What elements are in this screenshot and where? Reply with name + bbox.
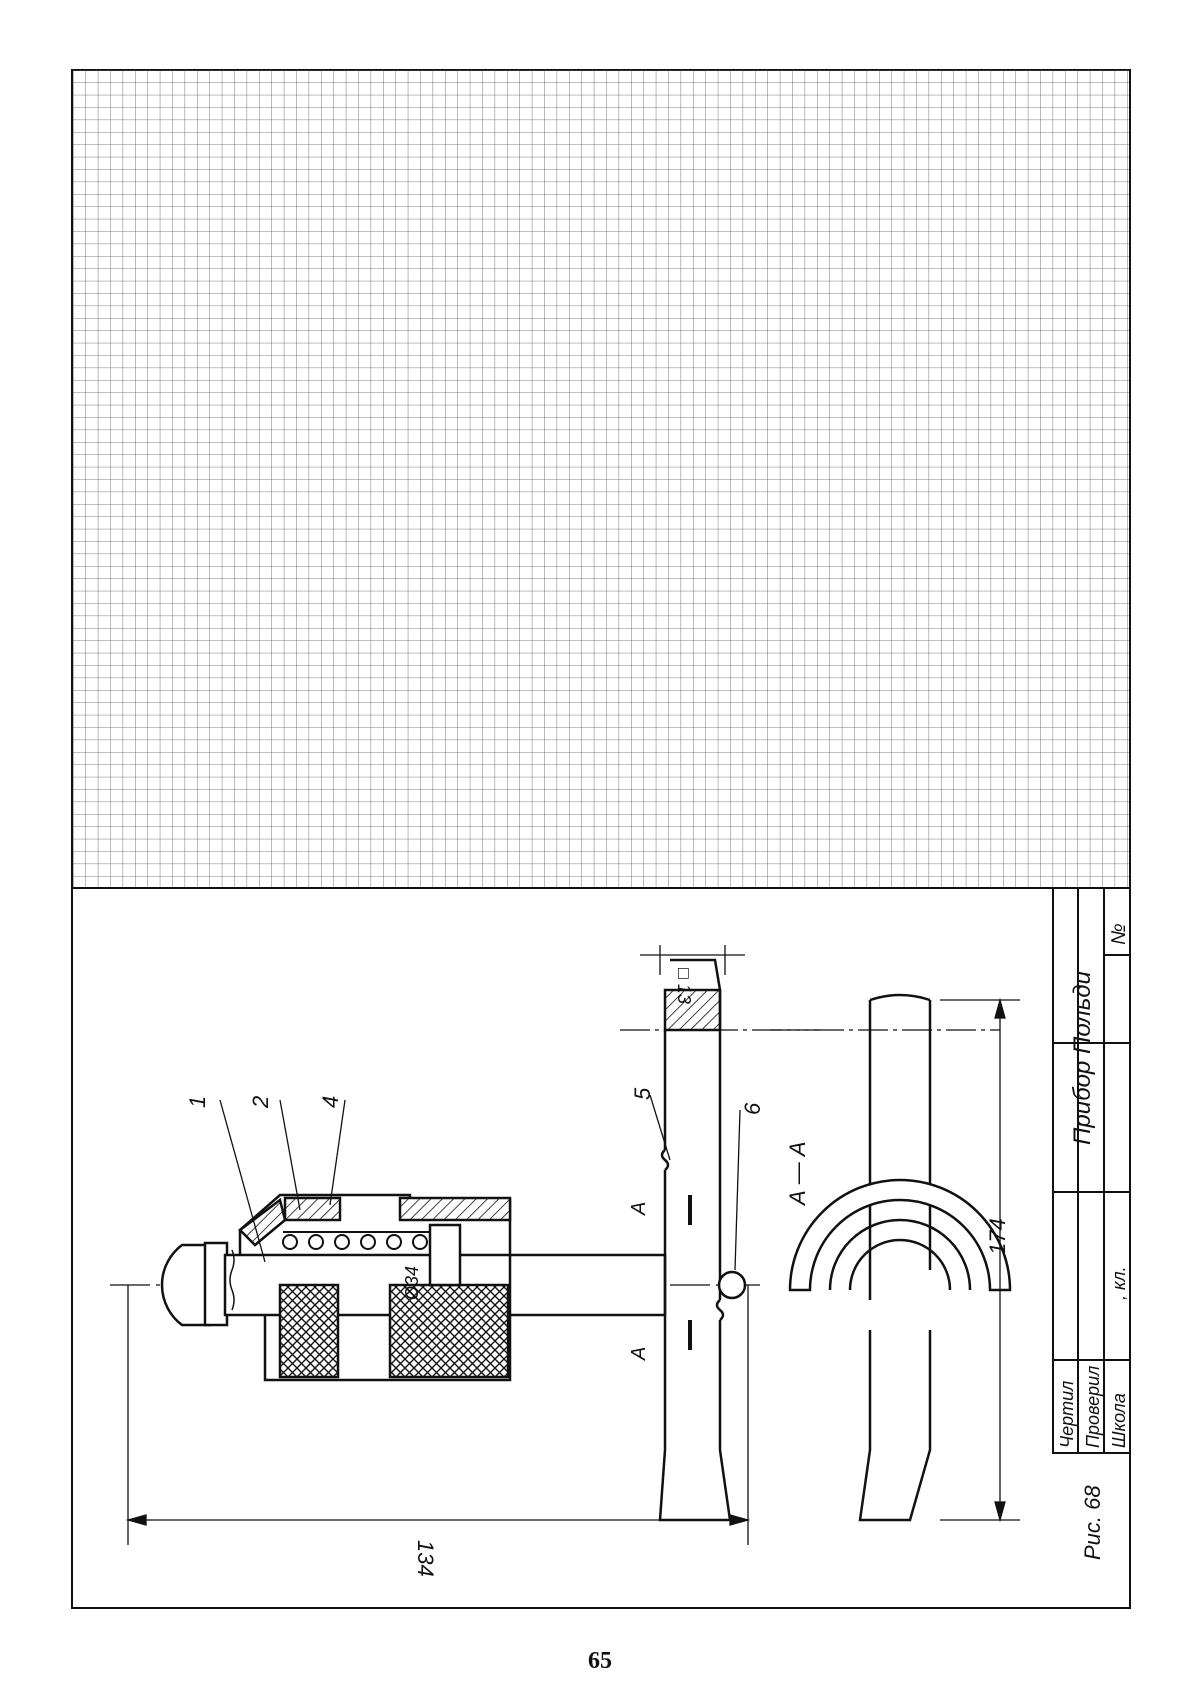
title-row-school: Школа <box>1109 1393 1129 1448</box>
title-row-class: , кл. <box>1109 1266 1129 1300</box>
section-mark-bottom: А <box>628 1347 650 1361</box>
part-label-1: 5 <box>630 1087 655 1100</box>
title-row-checked: Проверил <box>1083 1366 1103 1448</box>
graph-grid <box>73 70 1129 888</box>
part-label-6: 1 <box>185 1096 210 1108</box>
cap-collar <box>203 1241 229 1327</box>
dim-diameter: Ø34 <box>402 1266 422 1301</box>
dim-square-size: □ 13 <box>674 968 694 1004</box>
housing-hatch-c <box>238 1197 287 1247</box>
dim-rod-length-value: 174 <box>985 1218 1010 1255</box>
knurl-grip-left <box>278 1283 340 1379</box>
main-assembly <box>110 1099 760 1382</box>
part-label-4: 4 <box>318 1096 343 1108</box>
section-mark-top: А <box>628 1202 650 1216</box>
title-block <box>1052 887 1131 1454</box>
dim-rod-length <box>940 997 1020 1523</box>
title-text: Прибор Польди <box>1069 971 1096 1145</box>
pin <box>428 1223 462 1287</box>
title-number-label: № <box>1108 923 1130 945</box>
title-row-drawn: Чертил <box>1057 1381 1077 1448</box>
section-aa <box>788 1178 1012 1292</box>
section-label: А — А <box>785 1141 810 1207</box>
rod-side-view <box>620 945 820 1522</box>
housing-hatch-b <box>398 1196 512 1222</box>
rod-top-view <box>770 993 1012 1522</box>
part-label-5: 2 <box>248 1096 273 1109</box>
dim-overall-length-value: 134 <box>413 1540 438 1577</box>
part-label-2: 6 <box>740 1102 765 1115</box>
spring <box>282 1231 430 1250</box>
page-number: 65 <box>588 1648 612 1674</box>
knurl-grip-right <box>388 1283 510 1379</box>
housing-hatch-a <box>283 1196 342 1222</box>
figure-caption: Рис. 68 <box>1080 1485 1105 1560</box>
dome-cap <box>160 1243 212 1327</box>
